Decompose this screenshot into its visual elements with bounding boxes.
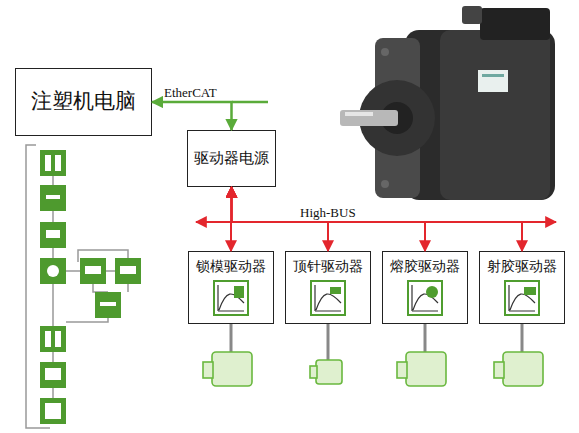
small-motors bbox=[203, 352, 543, 386]
motor-cables bbox=[231, 324, 522, 360]
node-text: 熔胶驱动器 bbox=[390, 258, 460, 275]
node-text: 锁模驱动器 bbox=[196, 258, 266, 275]
driver-box: 锁模驱动器 bbox=[188, 251, 274, 324]
ethercat-stub bbox=[232, 101, 268, 104]
driver-box: 顶针驱动器 bbox=[285, 251, 371, 324]
connector bbox=[152, 102, 232, 130]
connector bbox=[230, 187, 233, 251]
driver-box: 熔胶驱动器 bbox=[382, 251, 468, 324]
node-text: 射胶驱动器 bbox=[487, 258, 557, 275]
node-text: 顶针驱动器 bbox=[293, 258, 363, 275]
bus-label: High-BUS bbox=[300, 205, 356, 221]
connector bbox=[232, 187, 426, 251]
edge-label: EtherCAT bbox=[164, 85, 217, 101]
connector bbox=[232, 187, 523, 251]
computer-box: 注塑机电脑 bbox=[15, 68, 152, 136]
high-bus-line bbox=[196, 221, 556, 223]
left-flowchart bbox=[26, 145, 141, 428]
servo-motor-photo bbox=[340, 6, 555, 200]
driver-box: 射胶驱动器 bbox=[479, 251, 565, 324]
node-text: 驱动器电源 bbox=[194, 149, 269, 167]
node-text: 注塑机电脑 bbox=[31, 89, 136, 114]
power-box: 驱动器电源 bbox=[187, 130, 276, 187]
